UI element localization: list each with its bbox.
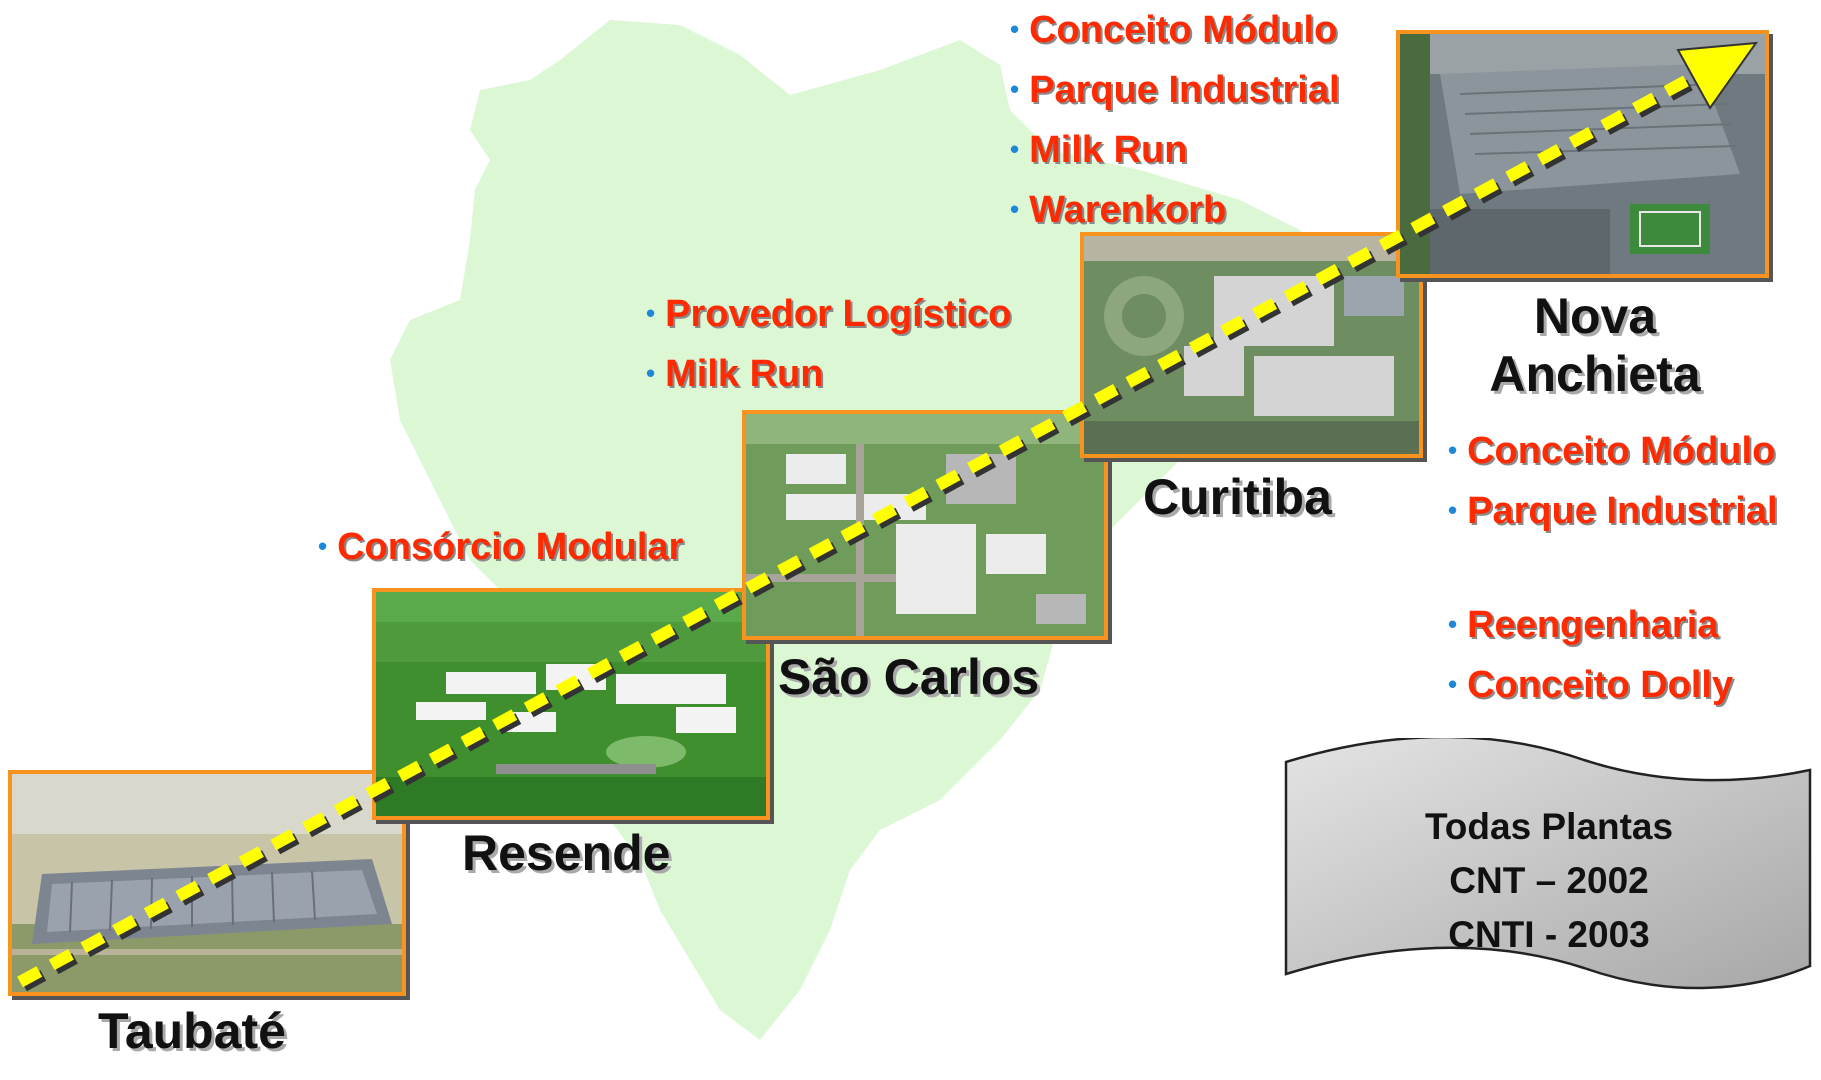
list-item: •Milk Run: [646, 346, 1011, 406]
plant-name-nova-anchieta-line2: Anchieta: [1489, 345, 1701, 402]
bullet-icon: •: [1448, 609, 1458, 639]
bullet-icon: •: [1010, 194, 1020, 224]
list-item: •Conceito Módulo: [1448, 423, 1778, 483]
curitiba-bullet-list: •Conceito Módulo •Parque Industrial •Mil…: [1010, 2, 1340, 242]
bullet-icon: •: [1010, 14, 1020, 44]
bullet-icon: •: [1448, 435, 1458, 465]
taubate-plant-photo: [8, 770, 406, 996]
curitiba-plant-photo: [1080, 232, 1423, 458]
plant-name-curitiba: Curitiba: [1143, 469, 1332, 525]
list-item: •Milk Run: [1010, 122, 1340, 182]
list-item: •Parque Industrial: [1448, 483, 1778, 543]
bullet-icon: •: [646, 298, 656, 328]
bullet-icon: •: [1448, 669, 1458, 699]
certification-line3: CNTI - 2003: [1448, 914, 1650, 955]
resende-plant-photo: [372, 588, 770, 820]
plant-name-nova-anchieta: Nova Anchieta: [1470, 288, 1720, 403]
plant-name-sao-carlos: São Carlos: [778, 649, 1040, 705]
plant-name-taubate: Taubaté: [98, 1003, 286, 1059]
list-item: •Conceito Módulo: [1010, 2, 1340, 62]
bullet-icon: •: [318, 531, 328, 561]
nova-anchieta-plant-photo: [1396, 30, 1769, 278]
nova-anchieta-bullet-list: •Conceito Módulo •Parque Industrial •Ree…: [1448, 423, 1778, 717]
sao-carlos-bullet-list: •Provedor Logístico •Milk Run: [646, 286, 1011, 406]
certification-line2: CNT – 2002: [1449, 860, 1649, 901]
list-item: •Reengenharia: [1448, 597, 1778, 657]
plant-name-resende: Resende: [462, 825, 671, 881]
certification-line1: Todas Plantas: [1424, 806, 1674, 847]
list-item: •Parque Industrial: [1010, 62, 1340, 122]
list-item: •Consórcio Modular: [318, 519, 683, 579]
plant-name-nova-anchieta-line1: Nova: [1533, 288, 1657, 344]
bullet-icon: •: [1010, 74, 1020, 104]
sao-carlos-plant-photo: [742, 410, 1108, 640]
resende-bullet-list: •Consórcio Modular: [318, 519, 683, 579]
bullet-icon: •: [1448, 495, 1458, 525]
list-item: •Conceito Dolly: [1448, 657, 1778, 717]
bullet-icon: •: [646, 358, 656, 388]
list-item: •Warenkorb: [1010, 182, 1340, 242]
bullet-icon: •: [1010, 134, 1020, 164]
list-item: •Provedor Logístico: [646, 286, 1011, 346]
certification-text: Todas Plantas CNT – 2002 CNTI - 2003: [1292, 800, 1806, 962]
